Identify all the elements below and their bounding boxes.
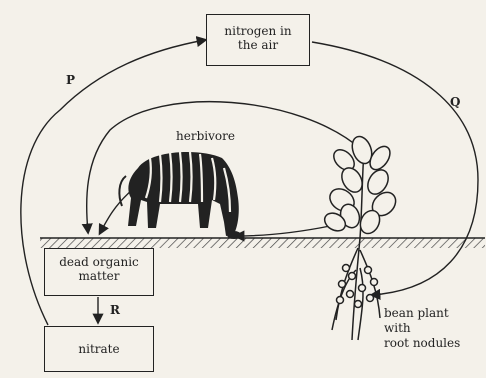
label-R: R (110, 304, 120, 317)
arrow-Q (312, 42, 478, 295)
arrow-herbivore-to-dead-matter (100, 190, 132, 233)
nitrogen-in-air-box: nitrogen in the air (206, 14, 310, 66)
nitrate-box: nitrate (44, 326, 154, 372)
dead-organic-matter-box: dead organic matter (44, 248, 154, 296)
nitrogen-in-air-line1: nitrogen in (207, 24, 309, 38)
label-Q: Q (450, 96, 460, 109)
label-P: P (66, 74, 75, 87)
nitrate-label: nitrate (45, 342, 153, 356)
dead-organic-matter-line2: matter (45, 269, 153, 283)
bean-plant-line1: bean plant (384, 306, 460, 321)
bean-plant-line3: root nodules (384, 336, 460, 351)
dead-organic-matter-line1: dead organic (45, 255, 153, 269)
ground-hatching (40, 238, 485, 248)
herbivore-label: herbivore (176, 130, 235, 143)
herbivore-zebra (119, 152, 241, 239)
nitrogen-in-air-line2: the air (207, 38, 309, 52)
bean-plant-line2: with (384, 321, 460, 336)
bean-plant-label: bean plant with root nodules (384, 306, 460, 351)
arrow-plant-to-herbivore (236, 226, 330, 236)
